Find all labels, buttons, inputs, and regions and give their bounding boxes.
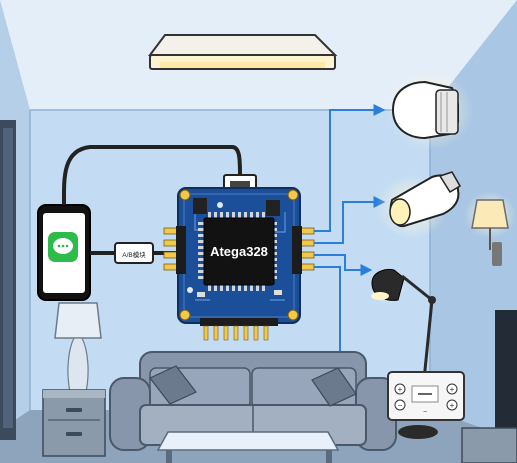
smart-bulb-spot bbox=[376, 171, 462, 239]
ceiling-light bbox=[148, 34, 338, 70]
chip-label: Atega328 bbox=[210, 244, 268, 259]
chip bbox=[203, 217, 275, 286]
smart-bulb-top bbox=[386, 70, 474, 150]
switch-symbol-3: − bbox=[398, 401, 403, 410]
smartphone bbox=[37, 204, 91, 301]
coffee-table bbox=[156, 431, 340, 463]
tv bbox=[461, 310, 517, 463]
wall-sconce bbox=[464, 191, 516, 266]
switch-symbol-4: + bbox=[450, 401, 455, 410]
switch-symbol-5: − bbox=[423, 409, 427, 416]
smart-switch-panel: + + − + − bbox=[387, 371, 465, 421]
left-header-pins bbox=[163, 226, 186, 274]
left-door bbox=[0, 120, 16, 440]
connection-bulb-1 bbox=[314, 104, 386, 232]
side-table bbox=[42, 389, 106, 457]
phone-cable bbox=[61, 145, 242, 206]
microcontroller-board: Atega328 bbox=[163, 187, 315, 341]
switch-symbol-2: + bbox=[450, 385, 455, 394]
switch-symbol-1: + bbox=[398, 385, 403, 394]
adapter-label: A/B模块 bbox=[122, 250, 146, 259]
bottom-header-pins bbox=[200, 318, 278, 341]
chat-bubble-icon bbox=[48, 232, 78, 262]
table-lamp bbox=[54, 302, 102, 393]
connection-desk-lamp bbox=[314, 254, 373, 276]
connection-bulb-2 bbox=[314, 196, 386, 244]
adapter-module: A/B模块 bbox=[114, 242, 154, 264]
